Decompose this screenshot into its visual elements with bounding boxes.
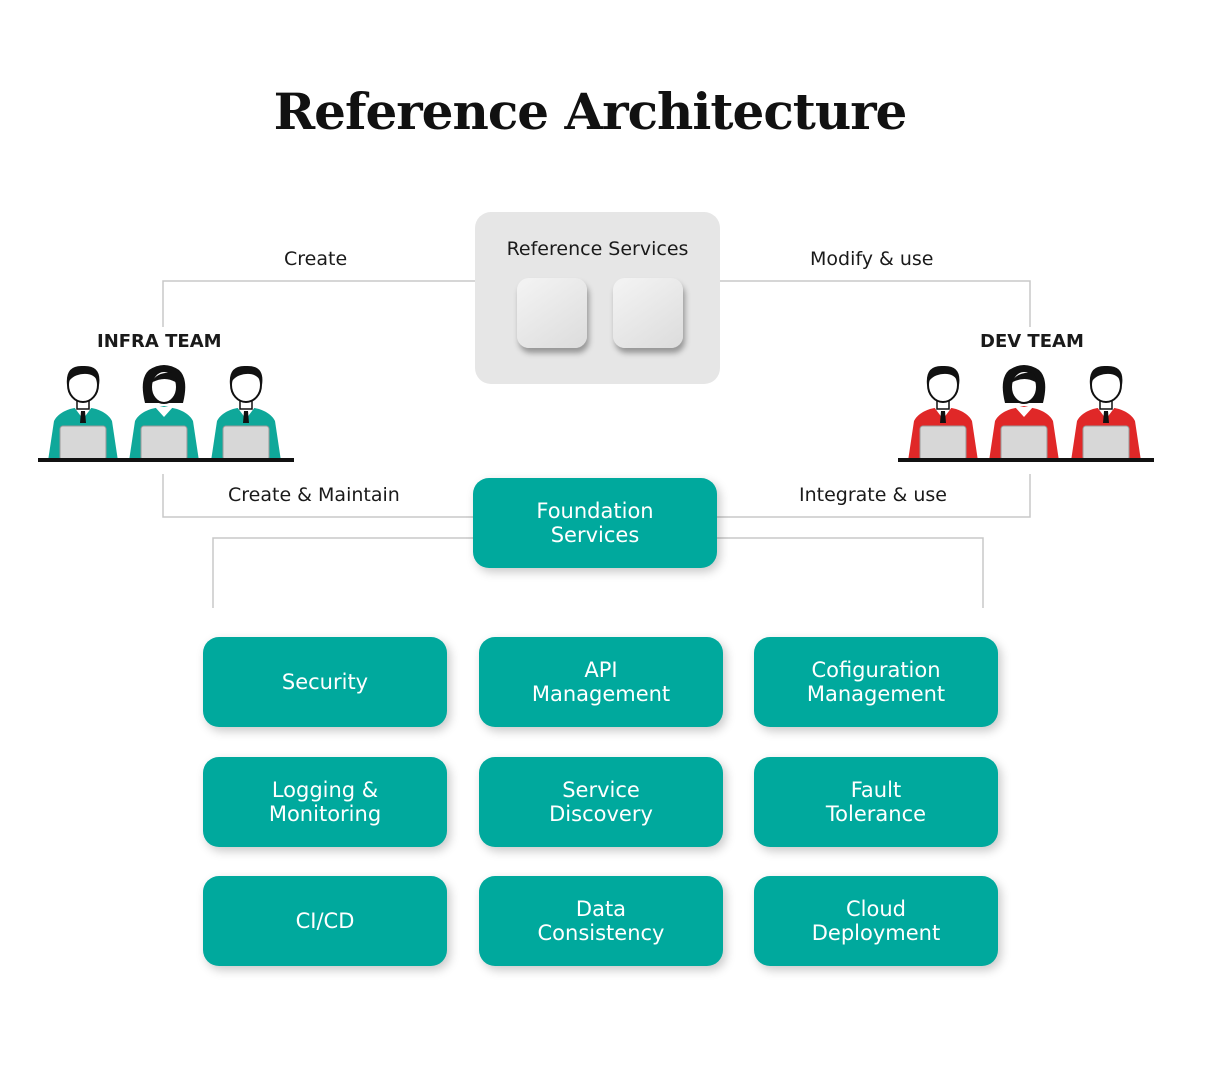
service-box-security: Security — [203, 637, 447, 727]
service-box-ci-cd: CI/CD — [203, 876, 447, 966]
service-box-api-management: API Management — [479, 637, 723, 727]
edge-label-integrate-use: Integrate & use — [799, 484, 947, 506]
diagram-title: Reference Architecture — [273, 82, 908, 141]
service-box-cloud-deployment: Cloud Deployment — [754, 876, 998, 966]
infra-team-label: INFRA TEAM — [97, 331, 222, 352]
edge-label-create: Create — [284, 248, 348, 270]
infra-team-icon — [38, 364, 294, 462]
edge-label-create-maintain: Create & Maintain — [228, 484, 400, 506]
reference-service-tile — [517, 278, 587, 348]
reference-service-tile — [613, 278, 683, 348]
reference-services-label: Reference Services — [506, 238, 689, 260]
reference-services-box: Reference Services — [475, 212, 720, 384]
service-box-logging-monitoring: Logging & Monitoring — [203, 757, 447, 847]
service-box-configuration-management: Cofiguration Management — [754, 637, 998, 727]
service-box-service-discovery: Service Discovery — [479, 757, 723, 847]
dev-team-label: DEV TEAM — [980, 331, 1084, 352]
foundation-services-box: Foundation Services — [473, 478, 717, 568]
service-box-data-consistency: Data Consistency — [479, 876, 723, 966]
edge-label-modify-use: Modify & use — [810, 248, 934, 270]
dev-team-icon — [898, 364, 1154, 462]
service-box-fault-tolerance: Fault Tolerance — [754, 757, 998, 847]
